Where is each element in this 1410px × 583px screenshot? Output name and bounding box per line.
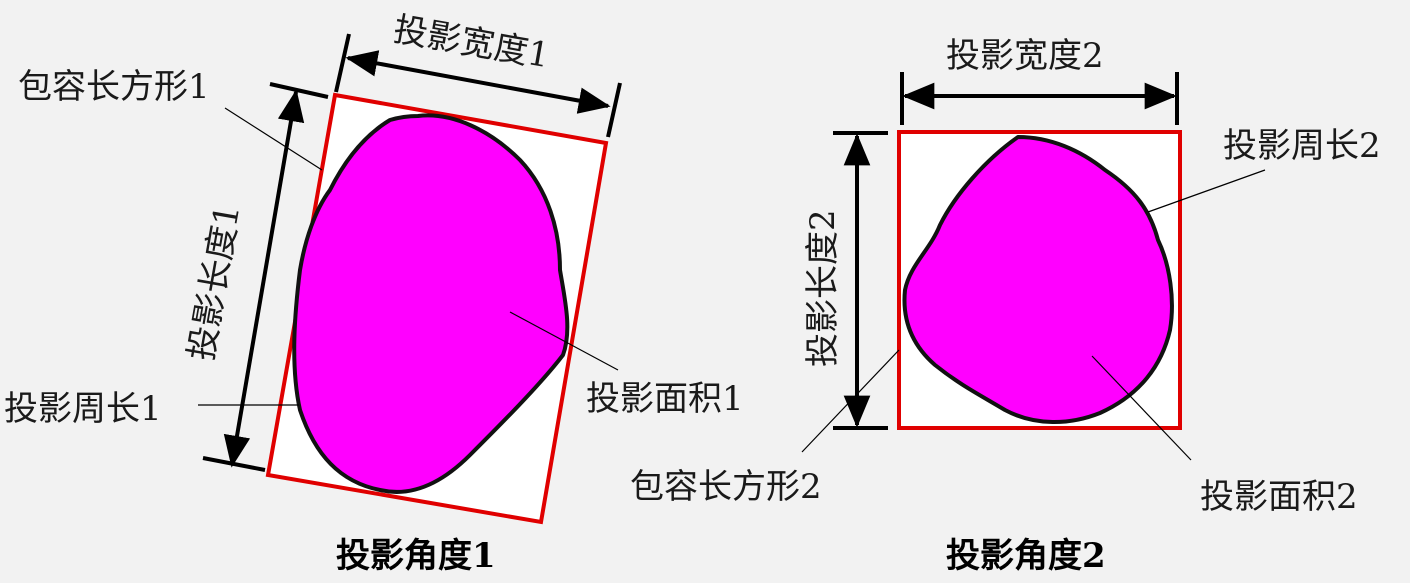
left-width-tick-left: [334, 33, 351, 93]
left-width-tick-right: [606, 82, 622, 138]
right-projection-perimeter-label: 投影周长2: [1223, 126, 1381, 166]
right-area-leader: [1091, 355, 1192, 461]
right-bounding-rectangle-leader: [801, 349, 900, 453]
left-projection-area-label: 投影面积1: [586, 379, 744, 419]
left-projection-length-label: 投影长度1: [181, 201, 248, 363]
left-bounding-rectangle-label: 包容长方形1: [18, 67, 210, 107]
right-particle-shape: [902, 135, 1174, 424]
left-bounding-rectangle-leader: [224, 107, 323, 171]
right-caption: 投影角度2: [946, 536, 1106, 576]
right-projection-width-label: 投影宽度2: [946, 36, 1104, 76]
right-figure: 投影宽度2 投影长度2 投影周长2 包容长方形2 投影面积2 投影角度2: [630, 36, 1381, 576]
left-projection-width-label: 投影宽度1: [390, 9, 552, 76]
left-particle-shape: [292, 113, 570, 494]
left-area-leader: [509, 311, 619, 371]
right-bounding-rectangle-label: 包容长方形2: [630, 467, 822, 507]
left-figure: 投影宽度1 投影长度1 包容长方形1 投影周长1 投影面积1 投影角度1: [4, 9, 744, 576]
left-length-tick-top: [269, 82, 329, 99]
right-perimeter-leader: [1147, 169, 1266, 213]
left-length-arrow: [223, 89, 305, 468]
right-projection-area-label: 投影面积2: [1200, 477, 1358, 517]
left-width-arrow: [345, 50, 611, 114]
left-caption: 投影角度1: [336, 536, 496, 576]
right-projection-length-label: 投影长度2: [803, 209, 843, 367]
left-projection-perimeter-label: 投影周长1: [4, 389, 162, 429]
